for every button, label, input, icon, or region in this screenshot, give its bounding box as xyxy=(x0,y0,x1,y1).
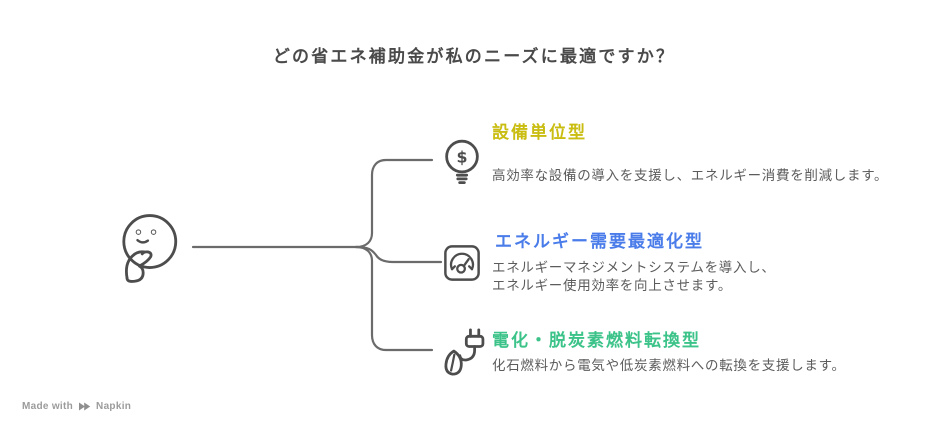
thinking-face-icon xyxy=(122,214,178,283)
branch-description-line: 高効率な設備の導入を支援し、エネルギー消費を削減します。 xyxy=(492,168,889,183)
dollar-lightbulb-icon: $ xyxy=(445,139,479,185)
napkin-logo-icon xyxy=(79,402,91,411)
leaf-plug-icon xyxy=(444,328,485,376)
gauge-icon xyxy=(444,245,480,281)
branch-description-line: エネルギーマネジメントシステムを導入し、 xyxy=(492,260,776,275)
branch-description-line: 化石燃料から電気や低炭素燃料への転換を支援します。 xyxy=(492,358,846,373)
dollar-glyph: $ xyxy=(456,148,467,167)
branch-title: 電化・脱炭素燃料転換型 xyxy=(492,331,701,350)
watermark-prefix: Made with xyxy=(22,401,74,412)
branch-description-line: エネルギー使用効率を向上させます。 xyxy=(492,278,733,293)
page-title: どの省エネ補助金が私のニーズに最適ですか？ xyxy=(272,47,676,66)
napkin-watermark: Made with Napkin xyxy=(22,400,131,413)
watermark-brand: Napkin xyxy=(96,401,132,412)
branch-title: エネルギー需要最適化型 xyxy=(495,232,704,251)
branch-title: 設備単位型 xyxy=(492,123,587,142)
